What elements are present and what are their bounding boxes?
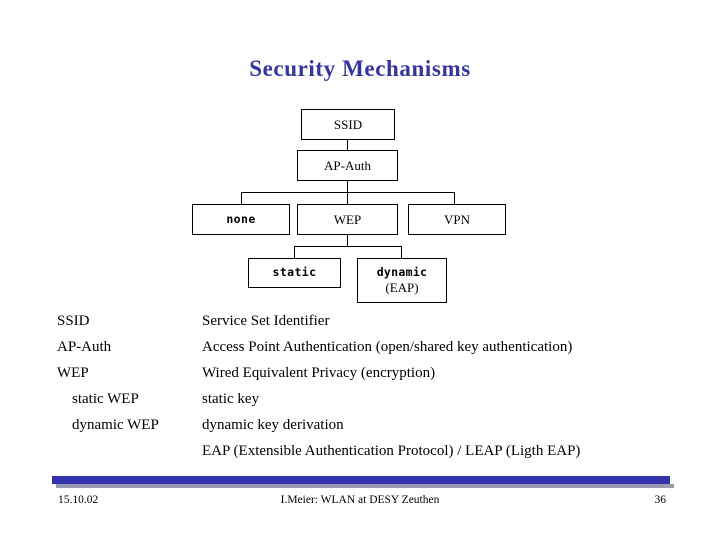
node-wep-label: WEP (333, 211, 362, 227)
legend-row: EAP (Extensible Authentication Protocol)… (0, 443, 720, 469)
legend-row: AP-Auth Access Point Authentication (ope… (0, 339, 720, 365)
legend-row: dynamic WEP dynamic key derivation (0, 417, 720, 443)
legend-term: dynamic WEP (72, 417, 159, 433)
node-ap-auth-label: AP-Auth (324, 157, 371, 173)
legend-description: static key (202, 391, 260, 407)
node-dynamic-eap[interactable]: dynamic (EAP) (357, 258, 447, 303)
legend-description: dynamic key derivation (202, 417, 344, 433)
connector-wep-down (347, 235, 348, 246)
footer-bar (52, 476, 670, 484)
node-static[interactable]: static (248, 258, 341, 288)
legend-row: WEP Wired Equivalent Privacy (encryption… (0, 365, 720, 391)
connector-bus-to-static (294, 246, 295, 258)
node-ssid[interactable]: SSID (301, 109, 395, 140)
abbreviation-legend: SSID Service Set Identifier AP-Auth Acce… (0, 313, 720, 469)
node-wep[interactable]: WEP (297, 204, 398, 235)
node-ssid-label: SSID (333, 116, 363, 132)
node-vpn[interactable]: VPN (408, 204, 506, 235)
connector-bus-to-wep (347, 192, 348, 204)
footer-bar-shadow (56, 484, 674, 488)
node-ap-auth[interactable]: AP-Auth (297, 150, 398, 181)
connector-ssid-apauth (347, 140, 348, 150)
connector-bus-to-vpn (454, 192, 455, 204)
connector-apauth-down (347, 181, 348, 192)
footer-date: 15.10.02 (58, 494, 99, 506)
legend-row: SSID Service Set Identifier (0, 313, 720, 339)
connector-bus-to-dynamic (401, 246, 402, 258)
node-static-label: static (272, 265, 317, 280)
legend-term: AP-Auth (57, 339, 112, 355)
legend-term: WEP (57, 365, 89, 381)
node-vpn-label: VPN (443, 211, 470, 227)
page-title: Security Mechanisms (249, 56, 471, 81)
footer-credit: I.Meier: WLAN at DESY Zeuthen (280, 494, 440, 506)
connector-bus-level4 (294, 246, 401, 247)
legend-description: Wired Equivalent Privacy (encryption) (202, 365, 436, 381)
legend-row: static WEP static key (0, 391, 720, 417)
legend-term: SSID (57, 313, 90, 329)
security-mechanisms-tree: SSID AP-Auth none WEP VPN static (192, 109, 506, 303)
node-eap-label: (EAP) (385, 279, 419, 295)
node-dynamic-eap-text: dynamic (EAP) (376, 265, 428, 295)
legend-description: Access Point Authentication (open/shared… (202, 339, 573, 355)
legend-term: static WEP (72, 391, 139, 407)
connector-bus-to-none (241, 192, 242, 204)
node-dynamic-label: dynamic (376, 265, 428, 280)
node-none-label: none (226, 211, 256, 226)
node-none[interactable]: none (192, 204, 290, 235)
legend-description: Service Set Identifier (202, 313, 330, 329)
footer-page-number: 36 (654, 494, 667, 506)
legend-description: EAP (Extensible Authentication Protocol)… (202, 443, 581, 459)
